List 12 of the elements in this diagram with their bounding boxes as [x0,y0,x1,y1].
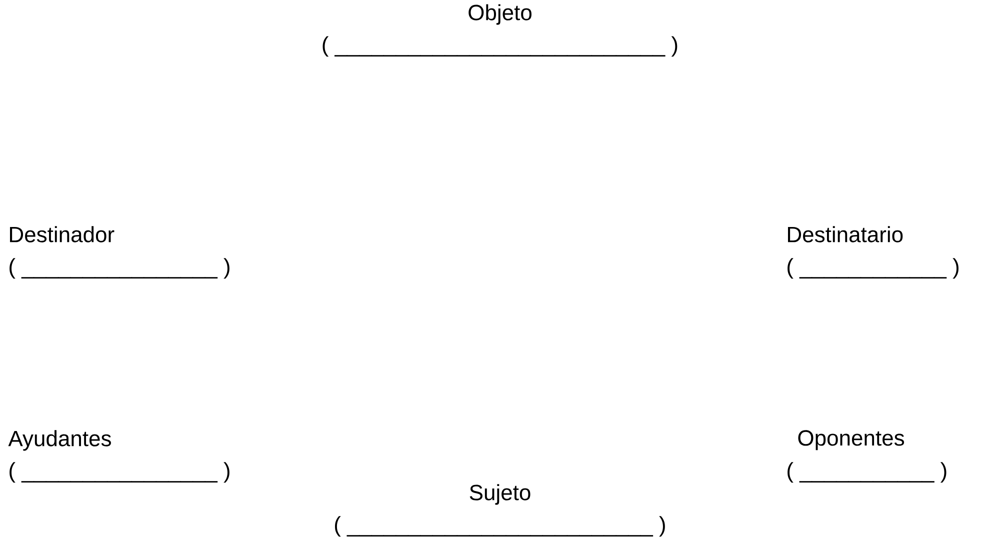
role-heading: Objeto [468,4,532,25]
fill-in-line: ( ___________ ) [788,462,946,483]
fill-in-line: ( ____________ ) [788,258,958,279]
role-heading: Ayudantes [8,430,111,451]
role-heading: Sujeto [470,484,530,505]
fill-in-line: ( ________________ ) [10,462,230,483]
fill-in-line: ( _________________________ ) [335,516,665,537]
role-heading: Oponentes [798,430,904,450]
fill-in-line: ( ___________________________ ) [322,36,678,57]
role-heading: Destinador [10,226,114,242]
fill-in-line: ( ________________ ) [10,258,230,279]
role-heading: Destinatario [788,226,903,242]
